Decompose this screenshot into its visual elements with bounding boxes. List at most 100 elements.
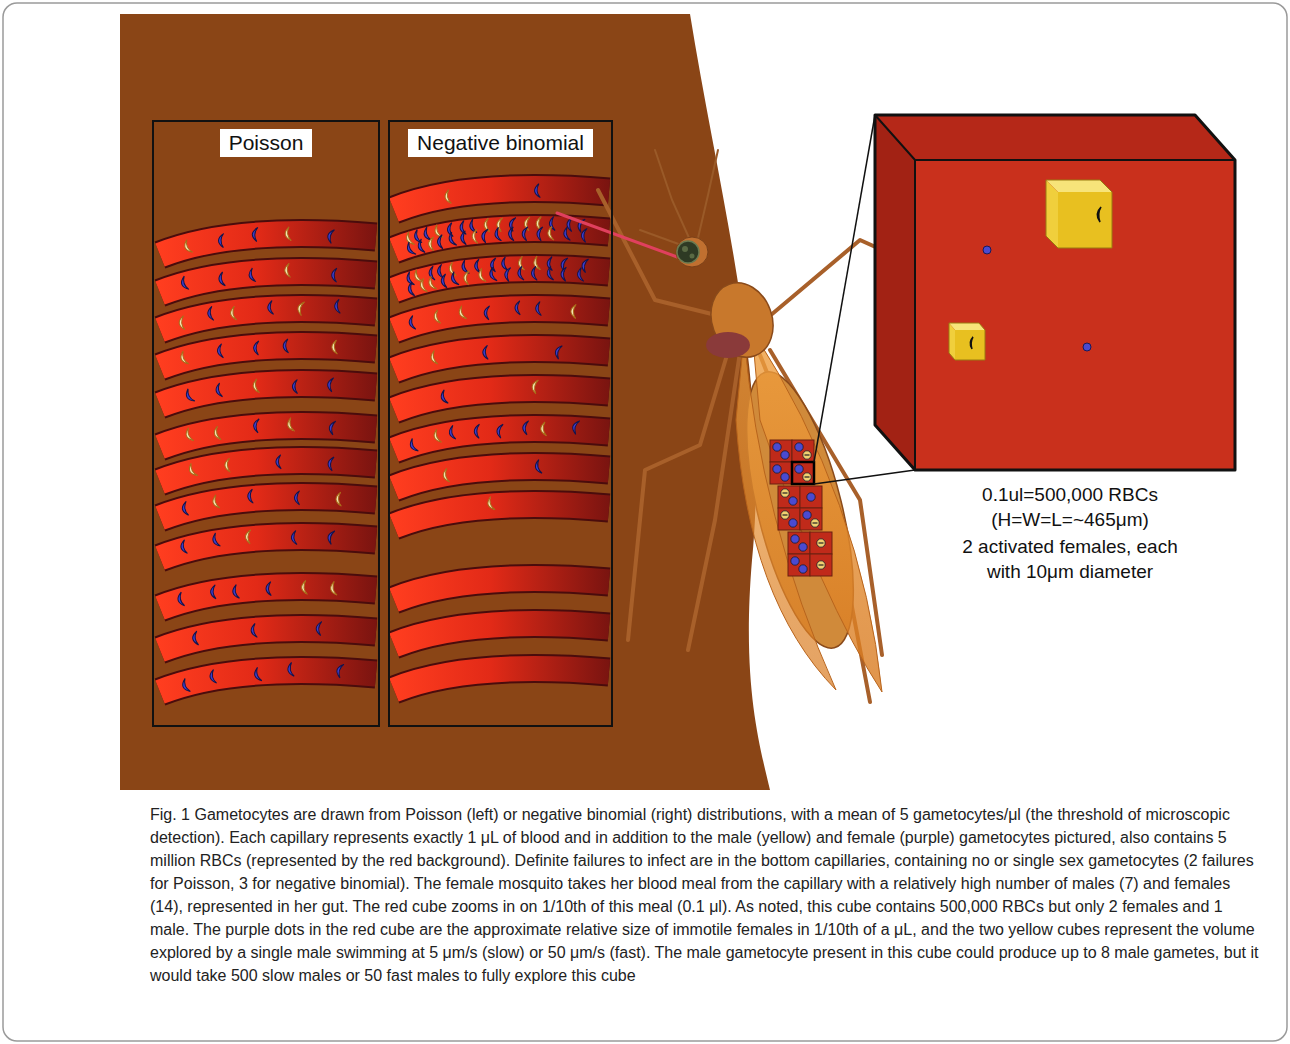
female-gametocyte <box>781 451 789 459</box>
cube-face <box>875 115 1235 160</box>
male-gametocyte <box>187 463 198 478</box>
capillary-outline <box>160 497 376 518</box>
female-gametocyte <box>181 501 188 516</box>
female-gametocyte <box>515 301 521 315</box>
zoom-line <box>814 470 915 484</box>
female-gametocyte <box>252 227 258 241</box>
female-gametocyte <box>283 339 289 353</box>
female-gametocyte <box>791 557 799 565</box>
capillary <box>394 624 609 645</box>
male-gametocyte <box>252 379 260 394</box>
female-gametocyte <box>791 535 799 543</box>
female-gametocyte <box>581 228 587 242</box>
female-gametocyte <box>180 678 190 693</box>
gut-cell <box>800 486 822 508</box>
gut-cell <box>770 462 792 484</box>
male-gametocyte <box>179 316 185 330</box>
capillary <box>394 669 609 690</box>
female-gametocyte <box>407 282 415 297</box>
capillary-outline <box>394 429 609 450</box>
female-gametocyte <box>803 511 811 519</box>
mosquito-thorax-patch <box>706 332 750 358</box>
female-gametocyte <box>439 390 448 405</box>
female-gametocyte <box>218 272 226 287</box>
capillary <box>394 309 609 330</box>
male-gametocyte <box>803 451 811 459</box>
male-gametocyte <box>184 428 194 443</box>
cube-edge <box>875 115 1235 160</box>
female-gametocyte <box>250 623 257 638</box>
gut-cell <box>792 462 814 484</box>
female-gametocyte <box>253 667 262 682</box>
cube-face <box>875 115 915 470</box>
male-gametocyte-mark <box>805 454 810 455</box>
capillary-outline <box>160 671 376 692</box>
male-gametocyte <box>427 276 437 291</box>
mosquito-thorax <box>701 274 783 366</box>
male-gametocyte <box>781 489 789 497</box>
female-gametocyte <box>789 497 797 505</box>
mosquito-wing <box>736 336 836 690</box>
capillary <box>160 461 376 482</box>
red-cube <box>875 115 1235 470</box>
yellow-cube-outline <box>1046 180 1112 248</box>
male-gametocyte <box>429 351 438 366</box>
male-gametocyte-mark <box>783 492 788 493</box>
male-gametocyte-mark <box>1097 207 1101 222</box>
gut-cell <box>778 508 800 530</box>
male-gametocyte <box>331 340 337 354</box>
capillary <box>160 537 376 558</box>
female-gametocyte <box>773 443 781 451</box>
male-gametocyte <box>419 278 428 293</box>
capillary-outline <box>160 234 376 255</box>
mosquito-antenna <box>640 150 718 246</box>
female-gametocyte <box>795 465 803 473</box>
male-gametocyte <box>817 539 825 547</box>
female-gametocyte <box>571 420 580 435</box>
mosquito-leg <box>598 190 900 702</box>
mosquito-leg <box>598 190 728 318</box>
female-gametocyte <box>500 257 508 272</box>
capillary <box>160 497 376 518</box>
female-gametocyte <box>218 233 223 247</box>
female-gametocyte <box>428 266 435 281</box>
female-gametocyte <box>316 621 322 635</box>
male-gametocyte <box>211 495 220 510</box>
female-gametocyte <box>326 229 334 244</box>
male-gametocyte <box>457 306 467 321</box>
mosquito-eye <box>682 246 688 252</box>
female-gametocyte <box>207 306 214 321</box>
male-gametocyte <box>428 237 433 251</box>
capillary <box>394 429 609 450</box>
capillary-outline <box>394 467 609 488</box>
gut-cell <box>778 486 800 508</box>
distribution-panel: Negative binomial <box>388 120 613 727</box>
female-gametocyte <box>807 493 815 501</box>
female-gametocyte <box>408 316 416 331</box>
capillary-outline <box>160 346 376 367</box>
capillary-outline <box>160 272 376 293</box>
capillary <box>160 384 376 405</box>
female-gametocyte <box>773 465 781 473</box>
female-gametocyte <box>534 184 540 198</box>
mosquito-antenna <box>655 150 690 240</box>
female-gametocyte <box>522 420 529 434</box>
female-gametocyte <box>231 585 239 600</box>
panel-heading: Negative binomial <box>408 129 593 157</box>
male-gametocyte <box>442 468 450 483</box>
capillary-outline <box>394 505 609 526</box>
male-gametocyte-mark <box>813 522 818 523</box>
capillary <box>160 671 376 692</box>
mosquito <box>557 150 900 702</box>
mosquito-leg <box>628 345 730 640</box>
female-gametocyte <box>217 344 224 359</box>
male-gametocyte <box>433 225 444 240</box>
female-gametocyte <box>448 425 456 440</box>
female-gametocyte <box>334 299 340 313</box>
female-gametocyte <box>328 420 336 435</box>
gut-cell <box>800 508 822 530</box>
cube-outline <box>875 115 1235 470</box>
yellow-cube-outline <box>949 323 985 360</box>
female-gametocyte <box>437 235 443 249</box>
male-gametocyte <box>486 497 495 512</box>
